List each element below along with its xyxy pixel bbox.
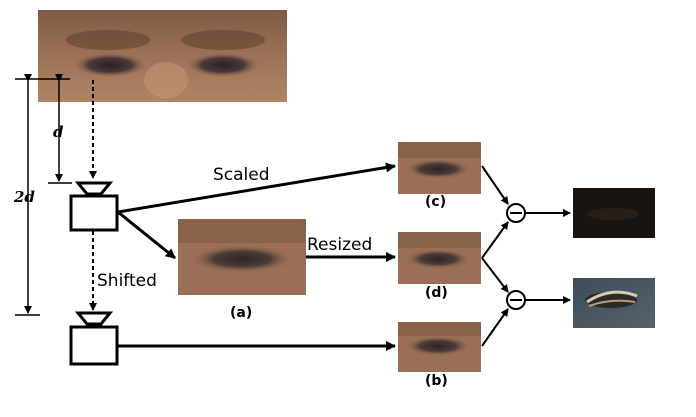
label-scaled: Scaled — [213, 165, 270, 185]
arrow-d-to-minus-top — [481, 221, 509, 259]
image-b — [398, 322, 481, 372]
difference-image-top — [573, 188, 655, 238]
arrow-to-a — [117, 210, 176, 260]
caption-c: (c) — [425, 194, 447, 210]
minus-operator-top — [506, 203, 526, 223]
label-d: d — [53, 123, 64, 141]
difference-image-bottom — [573, 278, 655, 328]
image-c — [398, 142, 481, 194]
minus-operator-bottom — [506, 290, 526, 310]
arrow-d-to-minus-bottom — [481, 257, 509, 293]
image-a — [178, 219, 306, 295]
label-resized: Resized — [307, 235, 373, 255]
arrow-c-to-minus — [481, 165, 509, 205]
arrow-b-to-minus — [481, 308, 509, 347]
camera-icon-bottom — [69, 311, 119, 366]
label-2d: 2d — [14, 188, 35, 206]
face-image — [38, 10, 287, 102]
caption-b: (b) — [425, 373, 448, 389]
arrow-scaled — [117, 162, 396, 214]
label-shifted: Shifted — [97, 271, 157, 291]
caption-d: (d) — [425, 285, 448, 301]
dimension-d — [48, 74, 72, 184]
image-d — [398, 232, 481, 284]
caption-a: (a) — [230, 305, 253, 321]
camera-icon-top — [69, 181, 119, 232]
